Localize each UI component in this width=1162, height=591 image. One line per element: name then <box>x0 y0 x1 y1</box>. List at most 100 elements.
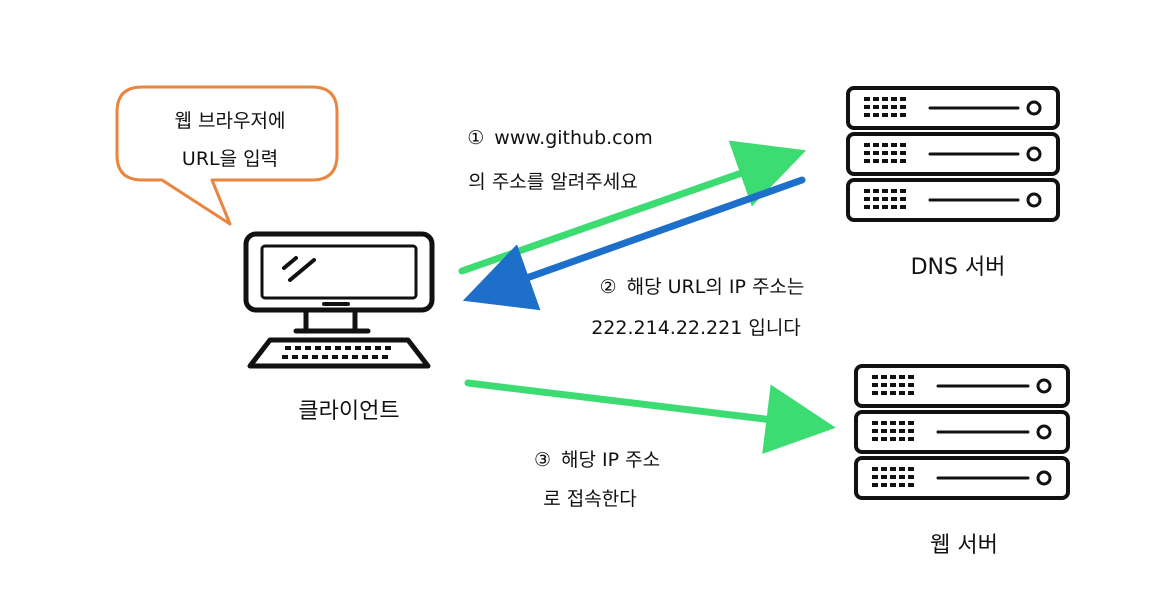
keyboard-key <box>332 355 338 359</box>
step2-line2: 222.214.22.221 입니다 <box>591 317 801 339</box>
dns-server-led <box>1026 100 1042 116</box>
step1-number: ① <box>467 127 485 149</box>
web-server-vent <box>890 421 896 425</box>
web-server-vent <box>899 483 905 487</box>
keyboard-key <box>342 355 348 359</box>
web-server-vent <box>872 437 878 441</box>
dns-server-vent <box>882 151 888 155</box>
dns-server-vent <box>891 159 897 163</box>
keyboard-key <box>352 355 358 359</box>
keyboard-key <box>362 355 368 359</box>
dns-server-vent <box>882 189 888 193</box>
dns-server-vent <box>891 143 897 147</box>
web-server-vent <box>890 437 896 441</box>
keyboard-key <box>312 355 318 359</box>
web-server-label: 웹 서버 <box>930 533 998 558</box>
web-server-vent <box>872 483 878 487</box>
web-server-led <box>1036 470 1052 486</box>
web-server-vent <box>899 437 905 441</box>
web-server-vent <box>881 429 887 433</box>
web-server-vent <box>872 391 878 395</box>
web-server-vent <box>899 421 905 425</box>
web-server-vent <box>890 475 896 479</box>
dns-server-vent <box>873 113 879 117</box>
keyboard-keys <box>282 346 391 359</box>
dns-server-vent <box>864 189 870 193</box>
web-server-vent <box>890 391 896 395</box>
web-server-vent <box>908 383 914 387</box>
web-server-vent <box>908 437 914 441</box>
web-server-vent <box>890 383 896 387</box>
web-server-vent <box>872 375 878 379</box>
dns-server-vent <box>900 113 906 117</box>
web-server-vent <box>908 429 914 433</box>
client-label: 클라이언트 <box>298 399 400 424</box>
dns-server-vent <box>873 159 879 163</box>
bubble-text-line2: URL을 입력 <box>181 148 279 170</box>
web-server-vent <box>908 475 914 479</box>
web-server-unit <box>854 410 1070 454</box>
dns-server-vent <box>864 151 870 155</box>
keyboard-key <box>365 346 371 350</box>
dns-server-icon <box>846 86 1060 222</box>
web-server-vent <box>899 391 905 395</box>
keyboard-key <box>335 346 341 350</box>
keyboard-key <box>295 346 301 350</box>
dns-server-vent <box>864 197 870 201</box>
dns-server-vent <box>882 97 888 101</box>
dns-server-vent <box>864 105 870 109</box>
dns-server-vent <box>873 105 879 109</box>
web-server-vent <box>881 383 887 387</box>
web-server-vent <box>881 375 887 379</box>
keyboard-key <box>372 355 378 359</box>
dns-server-led <box>1026 192 1042 208</box>
dns-server-vent <box>891 105 897 109</box>
dns-server-vent <box>891 113 897 117</box>
web-server-vent <box>881 421 887 425</box>
step1-text: www.github.com <box>494 127 653 149</box>
step3-line2: 로 접속한다 <box>543 488 637 510</box>
keyboard-key <box>322 355 328 359</box>
dns-server-vent <box>873 151 879 155</box>
web-server-vent <box>908 391 914 395</box>
step3-text: 해당 IP 주소 <box>560 449 661 471</box>
dns-server-vent <box>900 97 906 101</box>
web-server-vent <box>908 421 914 425</box>
web-server-vent <box>908 467 914 471</box>
web-server-icon <box>854 364 1070 500</box>
web-server-vent <box>899 467 905 471</box>
keyboard-key <box>325 346 331 350</box>
step3-number: ③ <box>533 449 551 471</box>
dns-server-unit <box>846 86 1060 130</box>
keyboard-key <box>385 346 391 350</box>
dns-server-vent <box>882 205 888 209</box>
dns-server-vent <box>900 151 906 155</box>
dns-server-vent <box>864 205 870 209</box>
step1-line2: 의 주소를 알려주세요 <box>468 171 638 193</box>
web-server-vent <box>890 467 896 471</box>
step1-line1: ① www.github.com <box>467 127 653 149</box>
dns-server-vent <box>900 159 906 163</box>
connect-arrow-to-web <box>464 379 836 454</box>
dns-server-vent <box>900 105 906 109</box>
step3-line1: ③ 해당 IP 주소 <box>534 445 660 472</box>
dns-server-vent <box>873 205 879 209</box>
dns-server-vent <box>900 197 906 201</box>
keyboard-key <box>305 346 311 350</box>
dns-server-label: DNS 서버 <box>910 255 1006 280</box>
keyboard-key <box>282 355 288 359</box>
web-server-vent <box>872 429 878 433</box>
dns-server-vent <box>882 159 888 163</box>
step2-number: ② <box>599 276 617 298</box>
dns-server-vent <box>891 97 897 101</box>
dns-server-unit <box>846 132 1060 176</box>
client-computer-icon <box>243 231 435 369</box>
web-server-vent <box>872 467 878 471</box>
dns-server-vent <box>882 143 888 147</box>
dns-server-vent <box>864 97 870 101</box>
keyboard-key <box>355 346 361 350</box>
web-server-vent <box>881 467 887 471</box>
